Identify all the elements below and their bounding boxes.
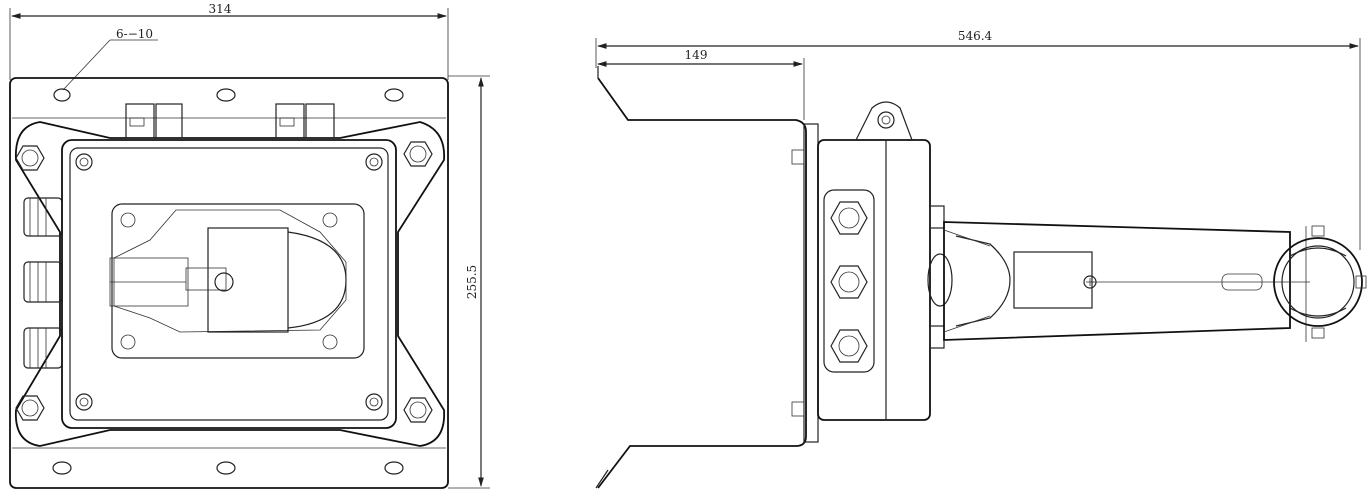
switch-plate xyxy=(207,227,289,333)
hinge-clips xyxy=(125,103,335,139)
switch-arm xyxy=(943,221,1310,342)
roller-head xyxy=(1273,225,1367,339)
cable-glands xyxy=(23,197,63,369)
switch-pivot xyxy=(214,272,234,292)
overall-length-label: 546.4 xyxy=(958,29,993,43)
mounting-plate xyxy=(9,77,449,489)
side-view: 546.4 149 xyxy=(595,29,1367,489)
mounting-hole xyxy=(216,461,236,475)
hex-bolt xyxy=(403,397,433,423)
mounting-hole xyxy=(53,88,71,102)
switch-window xyxy=(111,203,365,359)
overall-length-dimension: 546.4 xyxy=(595,29,1361,250)
name-plate xyxy=(1013,251,1093,309)
hole-callout: 6-−10 xyxy=(62,27,158,91)
mounting-holes xyxy=(52,88,404,475)
hex-bolt xyxy=(15,145,45,171)
cable-gland xyxy=(23,197,63,237)
side-cable-gland xyxy=(830,201,868,235)
side-enclosure xyxy=(817,139,931,421)
cable-gland xyxy=(23,261,63,303)
width-dimension-label: 314 xyxy=(209,2,232,16)
cable-gland xyxy=(23,327,63,369)
mounting-hole xyxy=(216,88,236,102)
side-cable-gland xyxy=(830,329,868,363)
enclosure-body xyxy=(61,139,397,429)
front-view: 314 6-−10 255.5 xyxy=(9,2,490,489)
mounting-hole xyxy=(384,88,404,102)
side-cable-gland xyxy=(830,265,868,299)
height-dimension: 255.5 xyxy=(448,75,490,489)
cover-screws xyxy=(75,153,383,411)
hole-callout-label: 6-−10 xyxy=(116,27,153,41)
mounting-hole xyxy=(384,461,404,475)
corner-bolts xyxy=(15,141,433,423)
hex-bolt xyxy=(15,395,45,421)
mounting-hole xyxy=(52,461,72,475)
width-dimension: 314 xyxy=(9,2,449,80)
bracket-offset-label: 149 xyxy=(685,48,708,62)
mounting-bracket xyxy=(595,66,807,489)
hex-bolt xyxy=(403,141,433,167)
bracket-offset-dimension: 149 xyxy=(597,48,805,120)
height-dimension-label: 255.5 xyxy=(465,265,479,299)
